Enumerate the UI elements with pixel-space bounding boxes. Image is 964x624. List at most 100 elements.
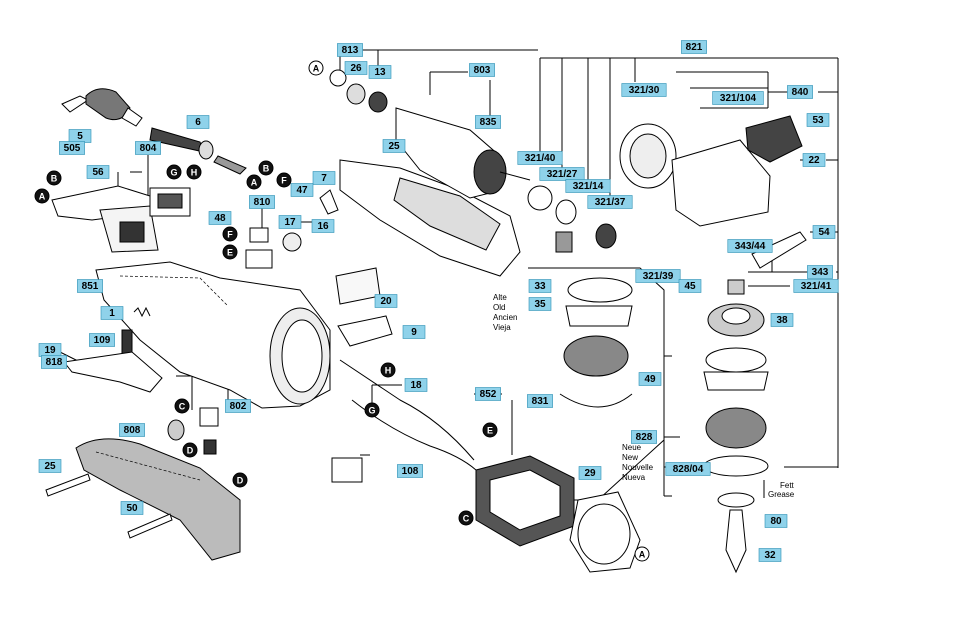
part-label-text: 321/37 (595, 197, 626, 208)
cord-sleeve (149, 127, 214, 160)
part-label: 17 (278, 215, 302, 229)
part-label: 851 (77, 279, 103, 293)
reference-letter: A (634, 546, 650, 562)
part-label-text: 821 (686, 42, 703, 53)
part-label-text: 321/39 (643, 271, 674, 282)
part-label: 50 (120, 501, 144, 515)
reference-letter-text: H (191, 168, 198, 178)
part-label-text: 47 (296, 185, 308, 196)
part-label-text: 33 (534, 281, 546, 292)
reference-letter: H (380, 362, 396, 378)
reference-letter: C (458, 510, 474, 526)
part-label-text: 321/41 (801, 281, 832, 292)
part-label: 6 (186, 115, 210, 129)
reference-letter: A (308, 60, 324, 76)
reference-letter-text: E (487, 426, 493, 436)
reference-letter: G (364, 402, 380, 418)
new-variant-note: Neue New Nouvelle Nueva (622, 443, 655, 482)
part-label: 321/40 (517, 151, 563, 165)
part-label: 47 (290, 183, 314, 197)
part-label-text: 19 (44, 345, 56, 356)
electronic-module (149, 187, 191, 217)
part-label-text: 32 (764, 550, 776, 561)
part-label: 109 (89, 333, 115, 347)
part-label: 321/104 (712, 91, 764, 105)
part-label-text: 321/14 (573, 181, 604, 192)
reference-letter-text: D (237, 476, 244, 486)
reference-letter-text: E (227, 248, 233, 258)
part-label: 16 (311, 219, 335, 233)
part-label: 49 (638, 372, 662, 386)
part-label: 80 (764, 514, 788, 528)
part-label-text: 802 (230, 401, 247, 412)
part-label-text: 53 (812, 115, 824, 126)
reference-letter: B (258, 160, 274, 176)
part-label: 321/41 (793, 279, 839, 293)
part-label: 321/14 (565, 179, 611, 193)
part-label-text: 56 (92, 167, 104, 178)
part-label: 321/39 (635, 269, 681, 283)
part-label: 48 (208, 211, 232, 225)
part-label-text: 321/104 (720, 93, 757, 104)
part-label-text: 26 (350, 63, 362, 74)
part-label-text: 804 (140, 143, 157, 154)
part-label: 56 (86, 165, 110, 179)
reference-letter-text: A (639, 550, 646, 560)
part-label: 7 (312, 171, 336, 185)
part-label: 818 (41, 355, 67, 369)
part-label: 813 (337, 43, 363, 57)
part-label: 35 (528, 297, 552, 311)
part-label-text: 5 (77, 131, 83, 142)
parts (45, 69, 807, 574)
part-label-text: 840 (792, 87, 809, 98)
part-label-text: 818 (46, 357, 63, 368)
part-label: 810 (249, 195, 275, 209)
part-label: 1 (100, 306, 124, 320)
part-label: 19 (38, 343, 62, 357)
part-label: 45 (678, 279, 702, 293)
part-label: 343 (807, 265, 833, 279)
part-label-text: 810 (254, 197, 271, 208)
part-label: 802 (225, 399, 251, 413)
part-label: 343/44 (727, 239, 773, 253)
part-label: 108 (397, 464, 423, 478)
part-label-text: 828 (636, 432, 653, 443)
reference-letter-text: C (463, 514, 470, 524)
reference-letter-text: A (251, 178, 258, 188)
reference-letter: B (46, 170, 62, 186)
reference-letter-text: F (281, 176, 287, 186)
part-label: 505 (59, 141, 85, 155)
reference-letter: A (246, 174, 262, 190)
part-label-text: 321/30 (629, 85, 660, 96)
part-label-text: 852 (480, 389, 497, 400)
armature (395, 107, 531, 199)
reference-letter: D (232, 472, 248, 488)
part-label-text: 343 (812, 267, 829, 278)
reference-letter-text: A (39, 192, 46, 202)
part-label-text: 1 (109, 308, 115, 319)
part-label: 321/37 (587, 195, 633, 209)
part-label-text: 18 (410, 380, 422, 391)
part-label-text: 343/44 (735, 241, 766, 252)
part-label: 13 (368, 65, 392, 79)
part-label: 808 (119, 423, 145, 437)
reference-letter: E (482, 422, 498, 438)
motor-housing (95, 261, 331, 409)
reference-letter-text: B (263, 164, 270, 174)
part-label: 22 (802, 153, 826, 167)
power-plug (61, 88, 143, 127)
part-label-text: 17 (284, 217, 296, 228)
part-label: 53 (806, 113, 830, 127)
part-label-text: 6 (195, 117, 201, 128)
part-label-text: 808 (124, 425, 141, 436)
reference-letter: G (166, 164, 182, 180)
part-label-text: 13 (374, 67, 386, 78)
part-label: 821 (681, 40, 707, 54)
reference-letter: H (186, 164, 202, 180)
part-label: 33 (528, 279, 552, 293)
part-label-text: 108 (402, 466, 419, 477)
part-label-text: 321/27 (547, 169, 578, 180)
part-label-text: 109 (94, 335, 111, 346)
